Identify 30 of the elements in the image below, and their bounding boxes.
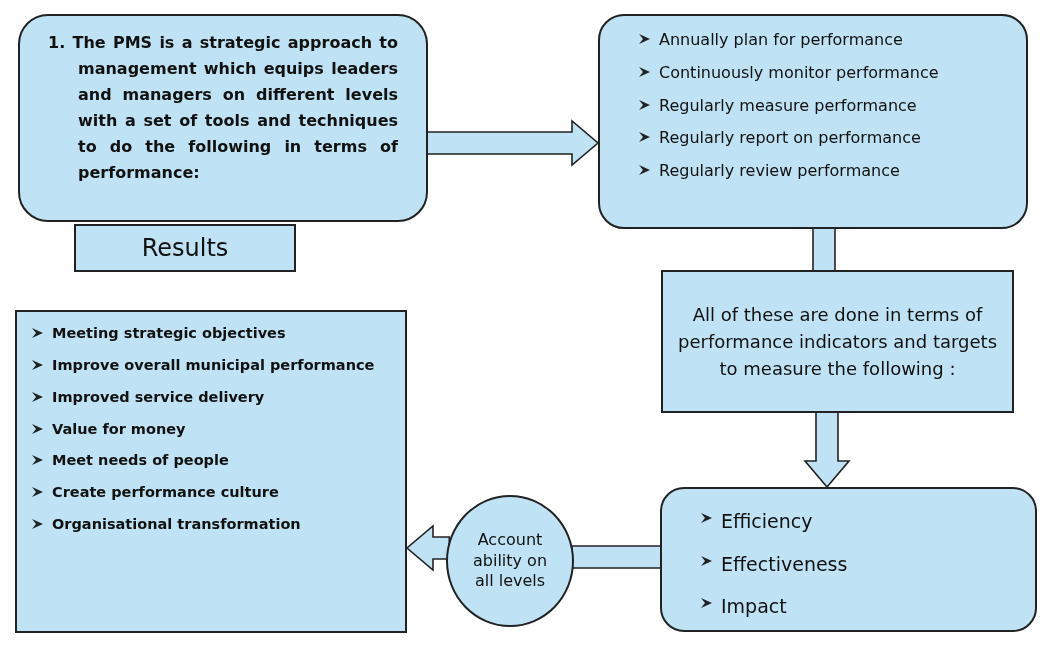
block-arrow [405, 524, 451, 572]
heading-text: Results [141, 234, 229, 262]
list-item-text: Create performance culture [52, 483, 279, 503]
node-text: All of these are done in terms of performance indicators and targets to measure the following : [677, 303, 998, 381]
statement-text: 1. The PMS is a strategic approach to management which equips leaders and managers on different levels with a set of tools and techniques to do the following in terms of performance: [48, 32, 398, 184]
heading-box [74, 224, 296, 272]
list-item-text: Meeting strategic objectives [52, 324, 286, 343]
node-text: Account ability on all levels [471, 529, 549, 593]
list-item-text: Organisational transformation [52, 515, 301, 534]
list-item-text: Efficiency [721, 509, 813, 534]
statement-box [18, 14, 428, 222]
list-item-text: Meet needs of people [52, 451, 229, 471]
block-arrow [425, 119, 600, 167]
list-item-text: Effectiveness [721, 551, 848, 577]
process-box [598, 14, 1028, 229]
list-item-text: Improve overall municipal performance [52, 355, 375, 375]
connector-bar [812, 226, 836, 273]
connector-bar [571, 545, 663, 569]
list-item-text: Impact [721, 594, 787, 620]
results-box [15, 310, 407, 633]
list-item-text: Regularly review performance [659, 161, 900, 182]
list-item-text: Improved service delivery [52, 387, 265, 407]
list-item-text: Continuously monitor performance [659, 62, 939, 84]
list-item-text: Regularly measure performance [659, 95, 917, 117]
list-item-text: Annually plan for performance [659, 30, 903, 51]
list-item-text: Regularly report on performance [659, 128, 921, 150]
process-box [661, 270, 1014, 413]
block-arrow [803, 410, 851, 489]
list-item-text: Value for money [52, 419, 186, 439]
measure-box [660, 487, 1037, 632]
